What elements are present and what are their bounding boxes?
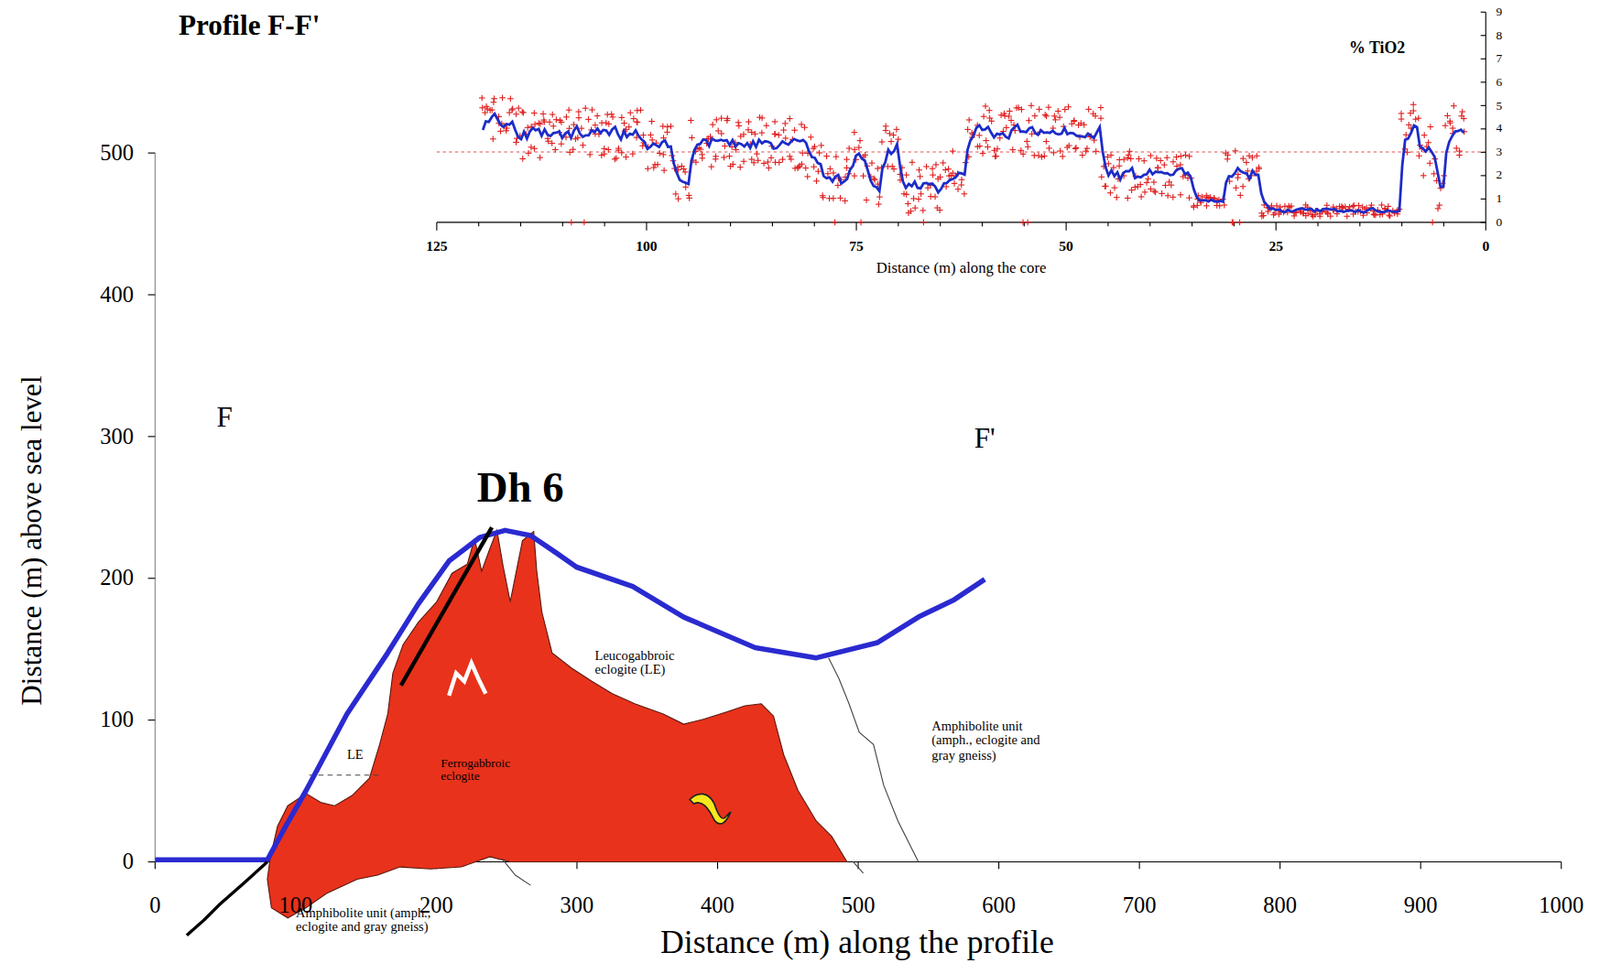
tick-label: 5 bbox=[1495, 98, 1503, 113]
tick-label: 500 bbox=[841, 893, 876, 919]
tick-label: 700 bbox=[1122, 893, 1157, 919]
axis-title: % TiO2 bbox=[1349, 38, 1405, 57]
le-boundary bbox=[309, 774, 381, 776]
section-end: F bbox=[216, 402, 232, 435]
tick-label: 3 bbox=[1495, 145, 1503, 160]
rock-unit-region: Ferrogabbroic eclogite bbox=[260, 520, 858, 929]
tick-label: 500 bbox=[99, 141, 134, 166]
tick-label: 9 bbox=[1495, 5, 1503, 20]
axis-title: Distance (m) along the core bbox=[876, 260, 1047, 277]
unit-label: LE bbox=[347, 748, 364, 763]
tick-label: 4 bbox=[1495, 121, 1503, 136]
tick-label: 0 bbox=[1481, 239, 1490, 255]
tick-label: 400 bbox=[99, 282, 134, 308]
title: Profile F-F' bbox=[178, 10, 320, 42]
tick-label: 0 bbox=[1495, 216, 1503, 230]
tick-label: 1 bbox=[1495, 192, 1503, 207]
tick-label: 400 bbox=[700, 893, 735, 919]
drill-hole-label: Dh 6 bbox=[477, 464, 565, 512]
topography bbox=[154, 530, 985, 860]
tick-label: 1000 bbox=[1538, 893, 1584, 919]
lithology-boundary bbox=[828, 658, 919, 863]
tick-label: 75 bbox=[848, 239, 864, 255]
tio2-curve bbox=[482, 113, 1464, 213]
tick-label: 300 bbox=[560, 893, 595, 919]
tick-label: 100 bbox=[99, 707, 134, 733]
axis-title: Distance (m) above sea level bbox=[16, 375, 48, 706]
axis-title: Distance (m) along the profile bbox=[660, 925, 1055, 961]
region-outline bbox=[260, 520, 858, 929]
region-label: Ferrogabbroic eclogite bbox=[440, 757, 529, 784]
tick-label: 300 bbox=[99, 424, 134, 449]
tick-label: 25 bbox=[1268, 239, 1284, 255]
lithology-boundary bbox=[852, 861, 863, 873]
tick-label: 100 bbox=[635, 239, 657, 255]
tick-label: 7 bbox=[1495, 52, 1503, 66]
section-end: F' bbox=[974, 423, 996, 455]
tick-label: 50 bbox=[1058, 239, 1074, 255]
tick-label: 125 bbox=[425, 239, 447, 255]
lithology-boundary bbox=[501, 859, 531, 886]
drill-hole bbox=[401, 527, 492, 686]
tick-label: 800 bbox=[1262, 893, 1297, 919]
tick-label: 900 bbox=[1404, 893, 1438, 919]
tick-label: 600 bbox=[981, 893, 1016, 919]
tick-label: 6 bbox=[1495, 75, 1503, 89]
unit-label: Leucogabbroic eclogite (LE) bbox=[595, 649, 697, 679]
tick-label: 200 bbox=[99, 565, 134, 591]
tick-label: 0 bbox=[122, 849, 134, 875]
tick-label: 8 bbox=[1495, 28, 1503, 43]
unit-label: Amphibolite unit (amph., eclogite and gr… bbox=[295, 905, 465, 936]
unit-label: Amphibolite unit (amph., eclogite and gr… bbox=[931, 719, 1056, 764]
drill-hole-lower bbox=[186, 861, 268, 936]
tick-label: 2 bbox=[1495, 169, 1503, 184]
tick-label: 0 bbox=[149, 893, 161, 919]
